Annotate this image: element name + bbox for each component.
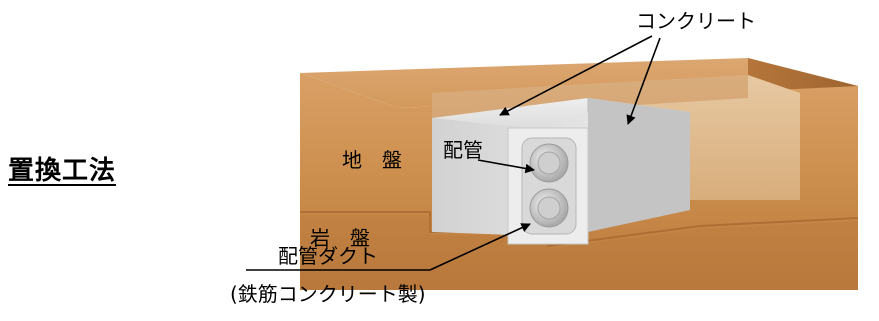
duct-label: 配管ダクト [278,244,378,268]
concrete-arrow-left [499,35,653,116]
rock-label: 岩 盤 [310,226,370,250]
pipe-lower [529,188,569,228]
diagram-title: 置換工法 [8,156,117,186]
pipe-duct [507,127,589,245]
pipe-upper [529,143,569,183]
pipe-arrow [477,159,535,174]
leader-lines [246,35,661,271]
trench-back-wall [432,75,748,118]
rock-layer-shade [300,215,858,290]
duct-note-label: (鉄筋コンクリート製) [230,282,426,306]
ground-label: 地 盤 [342,148,402,172]
concrete-side-face [588,98,690,232]
pipe-lower-inner [537,196,561,220]
concrete-arrow-right [626,37,661,125]
pipe-upper-inner [537,151,561,175]
pipe-label: 配管 [443,138,483,162]
duct-arrow [429,223,531,271]
concrete-label: コンクリート [636,9,756,33]
